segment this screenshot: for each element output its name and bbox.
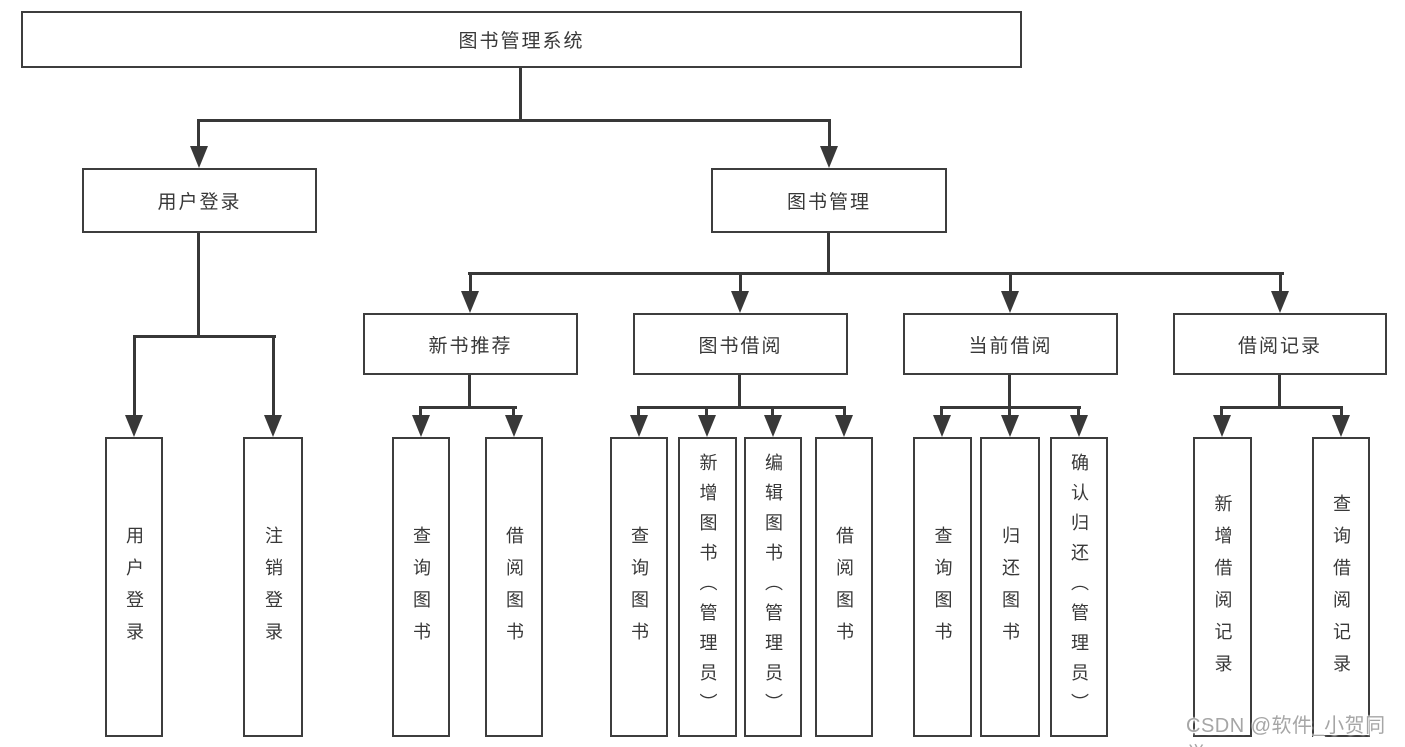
connector-line: [705, 406, 708, 418]
leaf-current-query-books: 查询图书: [913, 437, 972, 737]
connector-line: [1220, 406, 1343, 409]
connector-line: [1008, 406, 1011, 418]
connector-line: [771, 406, 774, 418]
arrow-head: [412, 415, 430, 437]
arrow-head: [190, 146, 208, 168]
node-book-management: 图书管理: [711, 168, 947, 233]
connector-line: [828, 119, 831, 149]
arrow-head: [820, 146, 838, 168]
arrow-head: [630, 415, 648, 437]
node-current-borrowing: 当前借阅: [903, 313, 1118, 375]
arrow-head: [731, 291, 749, 313]
arrow-head: [698, 415, 716, 437]
leaf-logout-login: 注销登录: [243, 437, 303, 737]
connector-line: [1220, 406, 1223, 418]
leaf-records-query-borrow-record: 查询借阅记录: [1312, 437, 1370, 737]
connector-line: [469, 272, 472, 294]
arrow-head: [125, 415, 143, 437]
connector-line: [1279, 272, 1282, 294]
connector-line: [197, 119, 200, 149]
connector-line: [468, 375, 471, 409]
node-new-book-recommend: 新书推荐: [363, 313, 578, 375]
connector-line: [940, 406, 943, 418]
connector-line: [133, 335, 276, 338]
connector-line: [739, 272, 742, 294]
leaf-borrowing-add-books-admin: 新增图书（管理员）: [678, 437, 737, 737]
node-root: 图书管理系统: [21, 11, 1022, 68]
connector-line: [738, 375, 741, 409]
leaf-records-add-borrow-record: 新增借阅记录: [1193, 437, 1252, 737]
connector-line: [1009, 272, 1012, 294]
arrow-head: [1213, 415, 1231, 437]
arrow-head: [835, 415, 853, 437]
connector-line: [637, 406, 640, 418]
arrow-head: [1332, 415, 1350, 437]
arrow-head: [461, 291, 479, 313]
leaf-borrowing-borrow-books: 借阅图书: [815, 437, 873, 737]
connector-line: [843, 406, 846, 418]
connector-line: [519, 68, 522, 122]
connector-line: [133, 335, 136, 418]
leaf-current-return-books: 归还图书: [980, 437, 1040, 737]
connector-line: [272, 335, 275, 418]
connector-line: [1278, 375, 1281, 409]
node-book-borrowing: 图书借阅: [633, 313, 848, 375]
connector-line: [637, 406, 846, 409]
node-borrowing-records: 借阅记录: [1173, 313, 1387, 375]
leaf-user-login: 用户登录: [105, 437, 163, 737]
arrow-head: [264, 415, 282, 437]
arrow-head: [505, 415, 523, 437]
leaf-recommend-borrow-books: 借阅图书: [485, 437, 543, 737]
arrow-head: [1001, 415, 1019, 437]
connector-line: [419, 406, 422, 418]
connector-line: [827, 233, 830, 275]
connector-line: [1340, 406, 1343, 418]
arrow-head: [1001, 291, 1019, 313]
arrow-head: [1070, 415, 1088, 437]
connector-line: [1008, 375, 1011, 409]
arrow-head: [933, 415, 951, 437]
connector-line: [512, 406, 515, 418]
arrow-head: [1271, 291, 1289, 313]
connector-line: [468, 272, 1284, 275]
leaf-recommend-query-books: 查询图书: [392, 437, 450, 737]
connector-line: [197, 233, 200, 338]
leaf-borrowing-edit-books-admin: 编辑图书（管理员）: [744, 437, 802, 737]
leaf-current-confirm-return-admin: 确认归还（管理员）: [1050, 437, 1108, 737]
leaf-borrowing-query-books: 查询图书: [610, 437, 668, 737]
connector-line: [197, 119, 831, 122]
connector-line: [1077, 406, 1080, 418]
connector-line: [419, 406, 517, 409]
arrow-head: [764, 415, 782, 437]
watermark: CSDN @软件_小贺同学: [1186, 715, 1386, 747]
node-user-login: 用户登录: [82, 168, 317, 233]
